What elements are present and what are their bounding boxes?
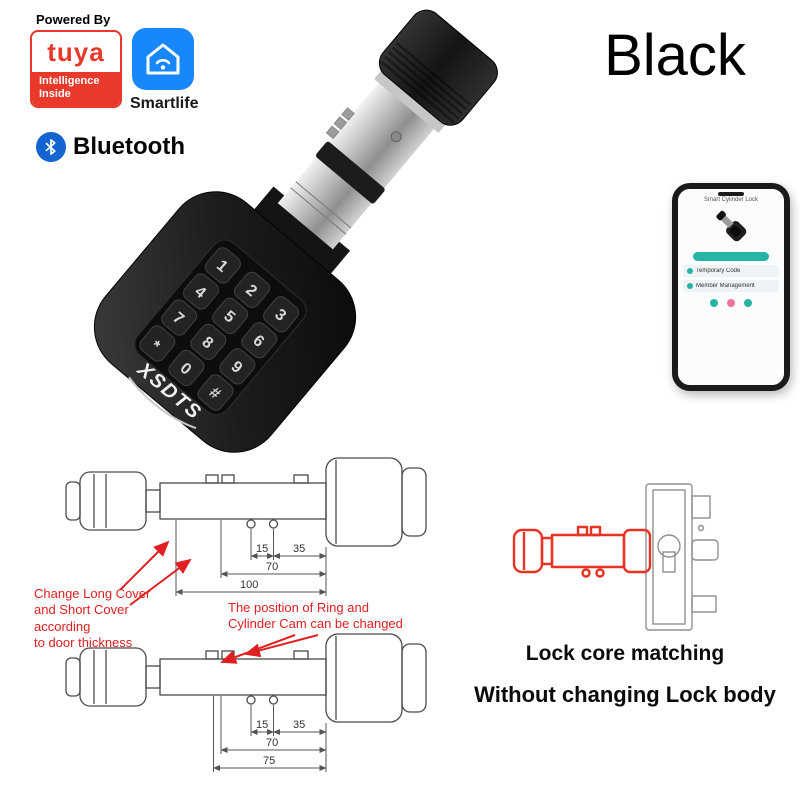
phone-speaker — [718, 192, 744, 196]
menu-bullet-icon — [687, 283, 693, 289]
smart-lock-photo: 1 2 3 4 5 6 7 8 9 * 0 # XSDTS — [93, 9, 498, 453]
dimension-drawing-top: 15 35 70 100 — [65, 457, 427, 596]
bluetooth-icon — [36, 132, 66, 162]
key-2: 2 — [233, 271, 271, 308]
dim-70: 70 — [266, 737, 278, 749]
fixing-screw — [390, 131, 402, 143]
phone-mockup: Smart Cylinder Lock Temporary Code Membe… — [672, 183, 790, 391]
app-title: Smart Cylinder Lock — [703, 197, 759, 203]
app-bottom-bar — [682, 299, 780, 307]
color-variant-label: Black — [604, 23, 746, 88]
app-menu-item: Temporary Code — [683, 265, 779, 277]
dimension-lines — [213, 696, 327, 772]
dim-15: 15 — [256, 719, 268, 731]
key-5: 5 — [212, 297, 249, 334]
key-star: * — [139, 325, 176, 362]
app-screen: Smart Cylinder Lock Temporary Code Membe… — [678, 189, 784, 385]
key-1: 1 — [204, 247, 241, 284]
key-3: 3 — [263, 296, 300, 333]
dim-15: 15 — [256, 543, 268, 555]
cylinder-side-view — [65, 457, 427, 547]
dimension-lines — [175, 520, 327, 596]
smartlife-logo — [132, 28, 194, 90]
rear-knob — [378, 9, 498, 126]
lock-body-diagram — [512, 483, 719, 631]
lock-cylinder — [277, 75, 441, 250]
annotation-ring-cam: The position of Ring and Cylinder Cam ca… — [228, 600, 403, 632]
key-7: 7 — [161, 299, 198, 336]
smartlife-label: Smartlife — [130, 95, 199, 112]
tuya-wordmark: tuya — [47, 37, 105, 67]
dim-35: 35 — [293, 543, 305, 555]
key-hash: # — [197, 374, 234, 411]
annotation-cover-thickness: Change Long Cover and Short Cover accord… — [34, 586, 151, 650]
caption-line1: Lock core matching — [525, 642, 725, 665]
dim-75: 75 — [263, 755, 275, 767]
lock-neck — [247, 186, 351, 282]
tuya-logo: tuya Intelligence Inside — [30, 30, 122, 108]
key-9: 9 — [219, 348, 256, 385]
dim-70: 70 — [266, 561, 278, 573]
adjustment-ring — [316, 141, 385, 204]
dim-35: 35 — [293, 719, 305, 731]
tuya-tagline: Intelligence Inside — [32, 72, 120, 106]
key-4: 4 — [183, 273, 220, 310]
powered-by-label: Powered By — [36, 12, 111, 27]
lock-core-red — [512, 525, 652, 578]
house-wifi-icon — [146, 43, 180, 75]
feature-caption: Lock core matching Without changing Lock… — [470, 642, 780, 708]
lock-body-outline — [645, 483, 719, 631]
dim-100: 100 — [240, 579, 258, 591]
bluetooth-label: Bluetooth — [73, 133, 185, 160]
key-6: 6 — [241, 322, 278, 359]
app-nav-icon — [710, 299, 718, 307]
app-product-image — [716, 210, 747, 242]
caption-line2: Without changing Lock body — [474, 682, 776, 707]
app-action-button — [692, 252, 770, 261]
key-8: 8 — [190, 323, 227, 361]
bluetooth-badge: Bluetooth — [36, 132, 185, 162]
dimension-drawing-bottom: 15 35 70 75 — [65, 633, 427, 772]
app-menu-item: Member Management — [683, 280, 779, 292]
app-nav-icon — [744, 299, 752, 307]
key-0: 0 — [168, 349, 205, 387]
menu-bullet-icon — [687, 268, 693, 274]
app-nav-icon — [727, 299, 735, 307]
cap-ring — [374, 69, 447, 133]
